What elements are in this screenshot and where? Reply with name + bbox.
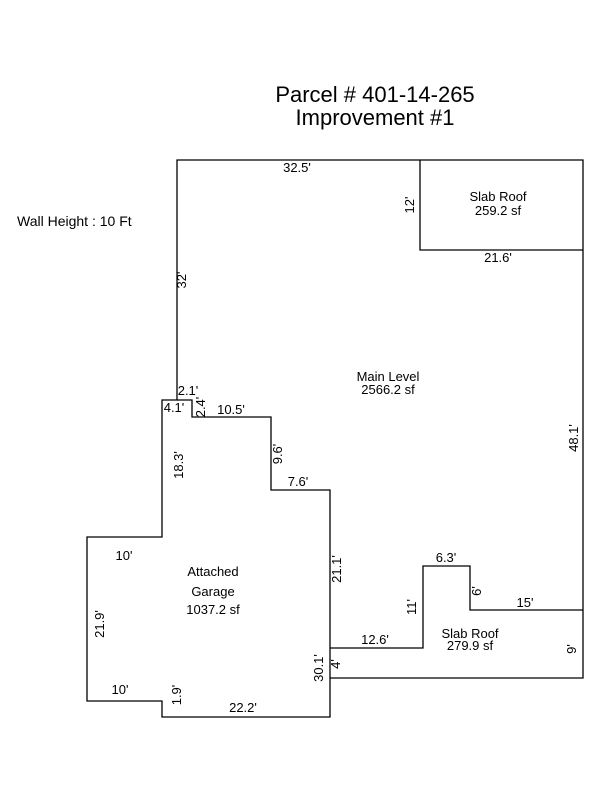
dim-slab-top-width: 21.6' [484, 250, 512, 265]
garage-label-line2: Garage [191, 584, 234, 599]
main-level-area: 2566.2 sf [361, 382, 415, 397]
dim-top-width: 32.5' [283, 160, 311, 175]
dim-12-6: 12.6' [361, 632, 389, 647]
dim-4: 4' [328, 659, 343, 669]
dim-garage-bottom: 22.2' [229, 700, 257, 715]
garage-label-line1: Attached [187, 564, 238, 579]
dim-6-3: 6.3' [436, 550, 457, 565]
dim-21-1: 21.1' [329, 555, 344, 583]
dim-18-3: 18.3' [171, 451, 186, 479]
dim-15: 15' [517, 595, 534, 610]
dim-garage-bottom-left: 10' [112, 682, 129, 697]
dim-9: 9' [564, 644, 579, 654]
dim-6: 6' [469, 586, 484, 596]
slab-roof-bottom-outline [330, 565, 583, 649]
dim-9-6: 9.6' [270, 444, 285, 465]
dim-2-1: 2.1' [178, 383, 199, 398]
slab-roof-top-outline [419, 160, 583, 251]
dim-30-1: 30.1' [311, 654, 326, 682]
dim-10-5: 10.5' [217, 402, 245, 417]
slab-roof-bottom-label: Slab Roof [441, 626, 498, 641]
dim-1-9: 1.9' [169, 685, 184, 706]
slab-roof-top-area: 259.2 sf [475, 203, 522, 218]
dim-slab-top-height: 12' [402, 197, 417, 214]
dim-4-1: 4.1' [164, 400, 185, 415]
dim-7-6: 7.6' [288, 474, 309, 489]
dim-11: 11' [404, 599, 419, 615]
dim-left-wall: 32' [174, 272, 189, 289]
slab-roof-top-label: Slab Roof [469, 189, 526, 204]
slab-roof-bottom-area: 279.9 sf [447, 638, 494, 653]
dim-2-4: 2.4' [193, 397, 208, 418]
dim-garage-top: 10' [116, 548, 133, 563]
improvement-title: Improvement #1 [295, 105, 455, 130]
dim-right-wall: 48.1' [566, 424, 581, 452]
main-level-label: Main Level [357, 369, 420, 384]
main-outline [86, 159, 584, 718]
wall-height-note: Wall Height : 10 Ft [17, 213, 132, 229]
dim-garage-left: 21.9' [92, 610, 107, 638]
garage-wall [177, 399, 331, 678]
garage-area: 1037.2 sf [186, 602, 240, 617]
parcel-title: Parcel # 401-14-265 [275, 82, 475, 107]
